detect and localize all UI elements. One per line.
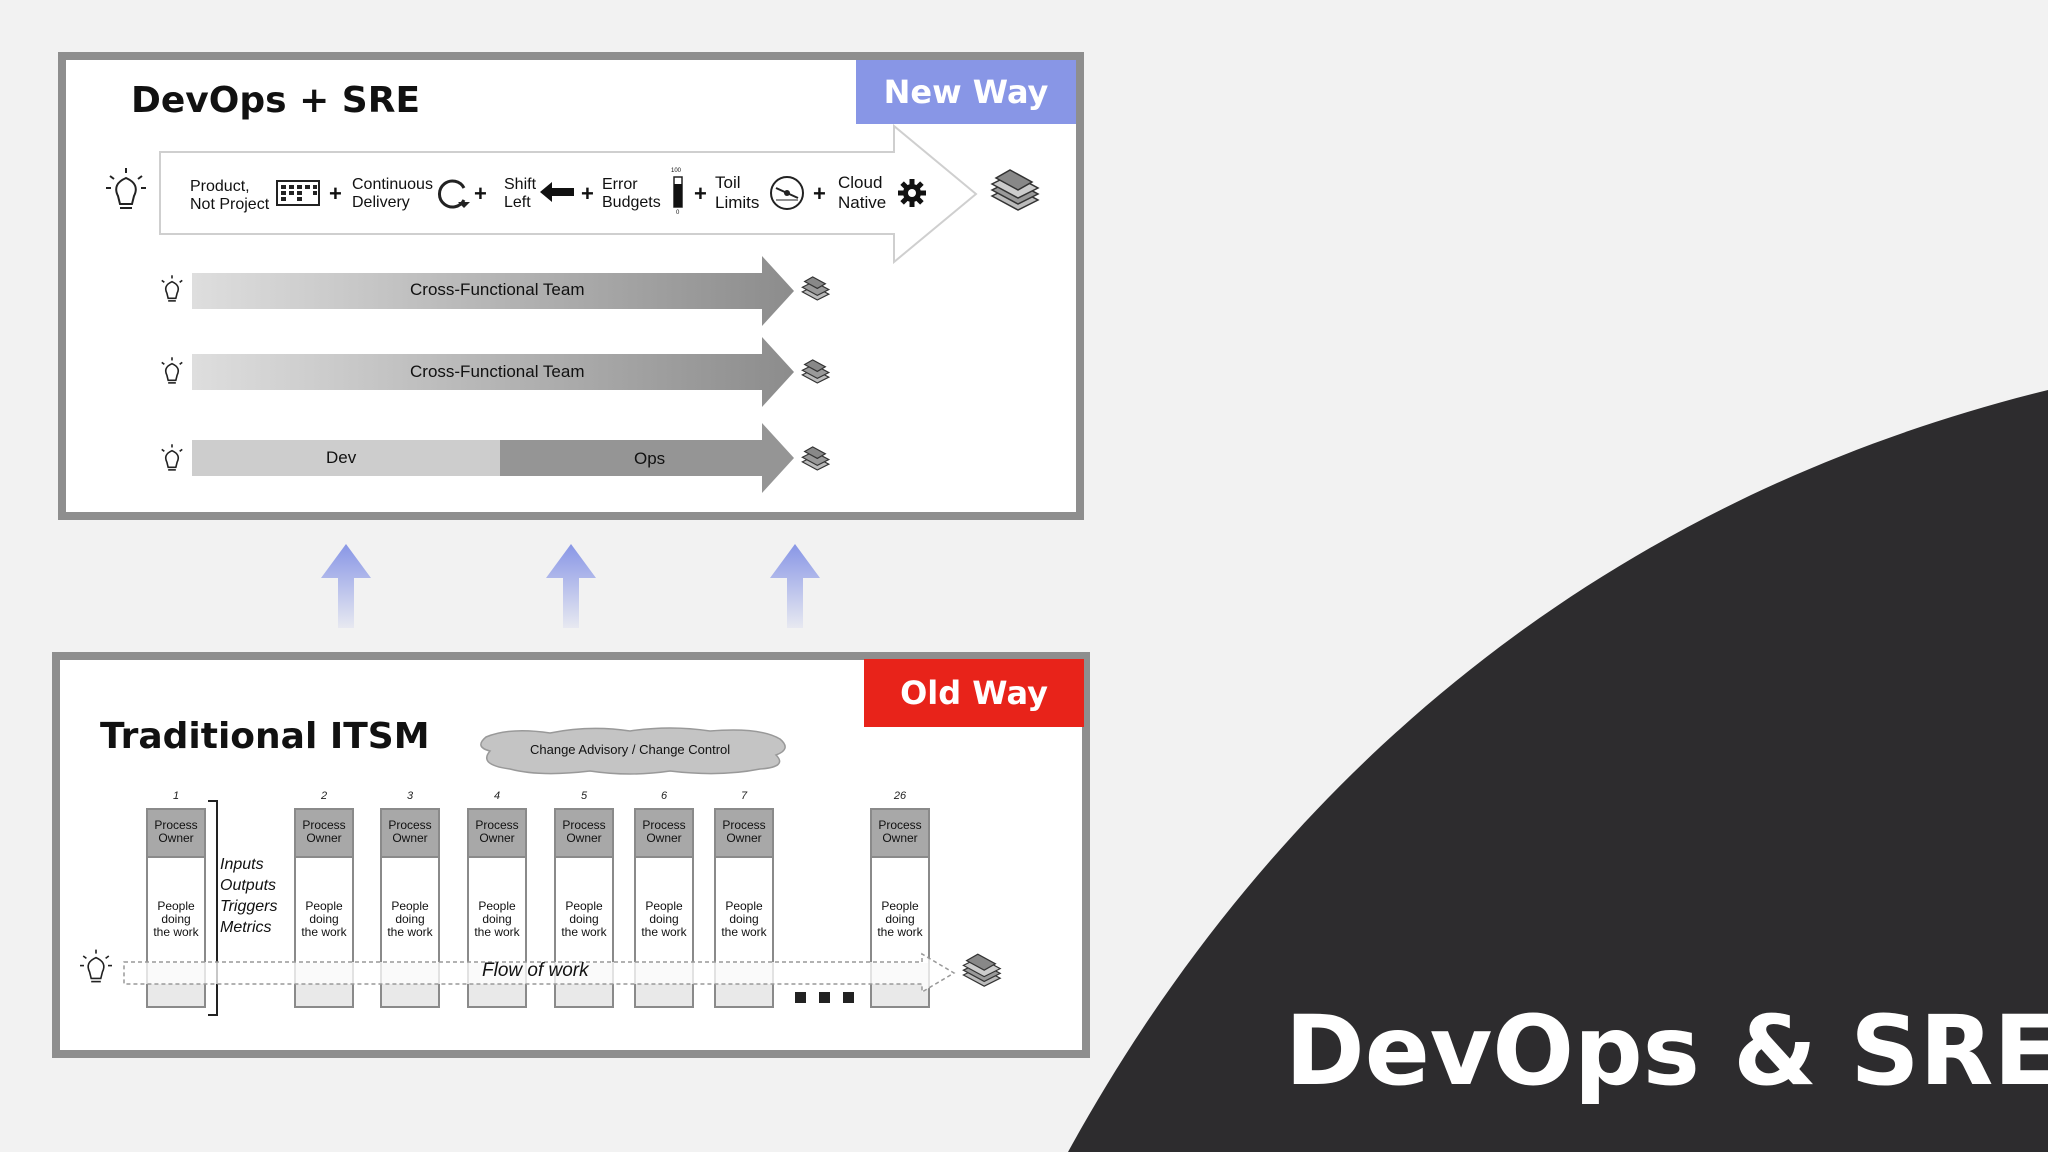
plus-sign: + [813, 181, 826, 206]
ellipsis-dot [819, 992, 830, 1003]
item-product-not-project: Product, Not Project [190, 178, 270, 213]
money-stack-icon [801, 276, 830, 301]
gauge-scale-bottom: 0 [676, 210, 680, 216]
ops-label: Ops [634, 449, 666, 468]
process-owner-cell: Process Owner [469, 810, 525, 858]
dev-label: Dev [326, 448, 357, 467]
lightbulb-icon [161, 275, 183, 302]
people-doing-work-cell: People doing the work [716, 858, 772, 963]
money-stack-icon [801, 446, 830, 471]
cross-functional-team-label: Cross-Functional Team [410, 280, 585, 299]
cross-functional-arrow-2 [192, 337, 794, 407]
bracket-label-triggers: Triggers [220, 898, 278, 915]
up-arrow [321, 544, 371, 628]
people-doing-work-cell: People doing the work [469, 858, 525, 963]
people-doing-work-cell: People doing the work [382, 858, 438, 963]
up-arrow [546, 544, 596, 628]
plus-sign: + [581, 181, 594, 206]
item-cloud-native: Cloud Native [838, 173, 887, 212]
new-way-badge: New Way [856, 60, 1076, 124]
process-owner-cell: Process Owner [716, 810, 772, 858]
item-shift-left: Shift Left [504, 176, 537, 211]
column-number: 2 [320, 790, 328, 802]
left-arrow-icon [540, 182, 574, 202]
dev-ops-arrow [192, 423, 794, 493]
bracket-label-inputs: Inputs [220, 856, 264, 873]
gear-icon [898, 179, 926, 207]
people-doing-work-cell: People doing the work [872, 858, 928, 963]
bracket-label-outputs: Outputs [220, 877, 277, 894]
column-number: 7 [740, 790, 748, 802]
new-way-title: DevOps + SRE [131, 80, 421, 121]
old-way-title: Traditional ITSM [100, 716, 430, 757]
money-stack-icon [990, 169, 1040, 211]
process-owner-cell: Process Owner [636, 810, 692, 858]
column-number: 6 [660, 790, 668, 802]
column-number: 5 [580, 790, 588, 802]
old-way-badge: Old Way [864, 659, 1084, 727]
change-advisory-label: Change Advisory / Change Control [530, 742, 731, 757]
cross-functional-team-label: Cross-Functional Team [410, 362, 585, 381]
lightbulb-icon [161, 444, 183, 471]
process-owner-cell: Process Owner [148, 810, 204, 858]
item-error-budgets: Error Budgets [602, 176, 661, 211]
bracket-label-metrics: Metrics [220, 919, 272, 936]
people-doing-work-cell: People doing the work [296, 858, 352, 963]
speedometer-icon [770, 176, 804, 210]
column-number: 26 [893, 790, 907, 802]
kanban-board-icon [276, 180, 320, 206]
gauge-bar-icon [673, 176, 683, 208]
flow-of-work-arrow [123, 952, 956, 994]
ellipsis-dot [843, 992, 854, 1003]
item-toil-limits: Toil Limits [715, 173, 760, 212]
process-owner-cell: Process Owner [872, 810, 928, 858]
change-advisory-cloud [480, 727, 786, 775]
ellipsis-dot [795, 992, 806, 1003]
lightbulb-icon [106, 168, 146, 209]
people-doing-work-cell: People doing the work [148, 858, 204, 963]
plus-sign: + [329, 181, 342, 206]
plus-sign: + [474, 181, 487, 206]
process-owner-cell: Process Owner [382, 810, 438, 858]
item-continuous-delivery: Continuous Delivery [352, 176, 433, 211]
people-doing-work-cell: People doing the work [556, 858, 612, 963]
money-stack-icon [801, 359, 830, 384]
process-owner-cell: Process Owner [296, 810, 352, 858]
process-owner-cell: Process Owner [556, 810, 612, 858]
up-arrow [770, 544, 820, 628]
loop-arrow-icon [437, 179, 470, 209]
money-stack-icon [962, 953, 1002, 987]
plus-sign: + [694, 181, 707, 206]
slide-title: DevOps & SRE [1285, 995, 2048, 1107]
bracket [208, 800, 218, 1016]
column-number: 1 [172, 790, 180, 802]
lightbulb-icon [161, 357, 183, 384]
lightbulb-icon [80, 949, 112, 983]
gauge-scale-top: 100 [671, 168, 682, 174]
flow-of-work-label: Flow of work [482, 960, 589, 981]
cross-functional-arrow-1 [192, 256, 794, 326]
people-doing-work-cell: People doing the work [636, 858, 692, 963]
column-number: 3 [406, 790, 414, 802]
column-number: 4 [493, 790, 501, 802]
